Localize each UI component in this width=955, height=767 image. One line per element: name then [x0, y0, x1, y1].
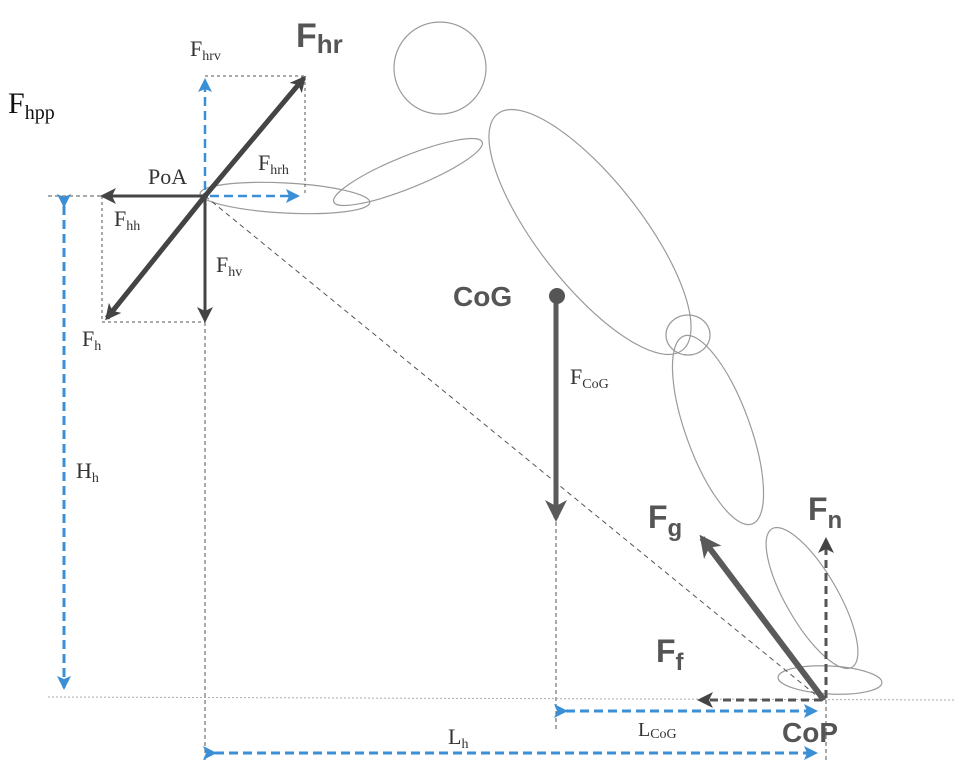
shin: [765, 526, 859, 670]
dimension-lines: [57, 78, 818, 760]
body-figure: [199, 21, 883, 695]
f-g-arrow: [699, 534, 827, 702]
label-f-hr: Fhr: [296, 17, 343, 59]
label-f-cog: FCoG: [570, 364, 609, 392]
torso: [488, 108, 692, 356]
cog-point: [549, 288, 565, 304]
label-cop: CoP: [782, 717, 838, 748]
forearm: [199, 181, 371, 215]
foot: [777, 665, 883, 695]
label-f-f: Ff: [656, 633, 685, 676]
f-h-arrow: [105, 194, 207, 321]
f-hr-arrow: [203, 75, 306, 198]
label-f-hrh: Fhrh: [258, 150, 289, 178]
label-f-h: Fh: [82, 326, 101, 354]
poa-cop-line: [204, 195, 823, 701]
poa-point: [202, 193, 208, 199]
label-f-hh: Fhh: [114, 206, 140, 234]
label-f-hpp: Fhpp: [8, 87, 55, 124]
label-f-n: Fn: [808, 491, 842, 534]
label-poa: PoA: [148, 164, 187, 189]
thigh: [671, 334, 765, 526]
knee: [665, 314, 711, 356]
force-arrows: [100, 75, 834, 708]
label-l-cog: LCoG: [638, 719, 677, 742]
label-l-h: Lh: [448, 724, 468, 752]
upper-arm: [332, 137, 484, 207]
label-f-hv: Fhv: [216, 252, 242, 280]
head: [393, 21, 487, 115]
ground-line: [47, 696, 955, 701]
label-f-g: Fg: [648, 499, 682, 542]
label-f-hrv: Fhrv: [190, 36, 221, 64]
label-h-h: Hh: [76, 458, 99, 486]
label-cog: CoG: [453, 281, 512, 312]
